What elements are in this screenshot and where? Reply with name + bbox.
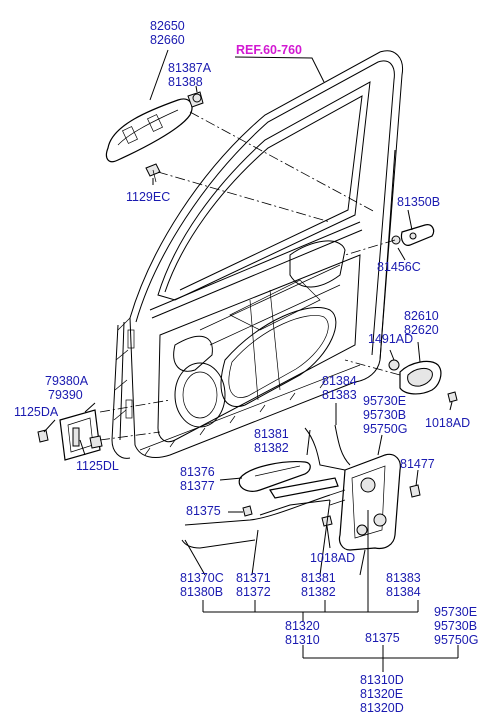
label-81383-bottom: 81383	[386, 571, 421, 585]
label-1129EC: 1129EC	[126, 190, 170, 204]
screw-1129EC	[145, 163, 161, 183]
inside-lever-part	[238, 461, 339, 517]
label-82610: 82610	[404, 309, 439, 323]
label-95730B-top: 95730B	[363, 408, 406, 422]
label-95730E-bottom: 95730E	[434, 605, 477, 619]
label-79390: 79390	[48, 388, 83, 402]
label-81381-top: 81381	[254, 427, 289, 441]
label-82660: 82660	[150, 33, 185, 47]
label-81456C: 81456C	[377, 260, 421, 274]
label-81377: 81377	[180, 479, 215, 493]
label-81376: 81376	[180, 465, 215, 479]
inside-handle-part	[388, 359, 458, 403]
label-81380B: 81380B	[180, 585, 223, 599]
striker-part	[391, 224, 435, 246]
label-79380A: 79380A	[45, 374, 89, 388]
label-81477: 81477	[400, 457, 435, 471]
door-hinge-part	[37, 409, 103, 461]
label-81371: 81371	[236, 571, 271, 585]
label-81375-bottom: 81375	[365, 631, 400, 645]
part-labels: REF.60-760 82650 82660 81387A 81388 1129…	[14, 19, 478, 715]
label-81320E: 81320E	[360, 687, 403, 701]
label-81310D: 81310D	[360, 673, 404, 687]
label-95750G-bottom: 95750G	[434, 633, 478, 647]
label-81372: 81372	[236, 585, 271, 599]
label-82650: 82650	[150, 19, 185, 33]
label-81384-bottom: 81384	[386, 585, 421, 599]
label-95750G-top: 95750G	[363, 422, 407, 436]
label-81320: 81320	[285, 619, 320, 633]
label-81310: 81310	[285, 633, 320, 647]
label-81388: 81388	[168, 75, 203, 89]
label-81383-top: 81383	[322, 388, 357, 402]
outside-handle-part	[105, 91, 204, 163]
label-81375-mid: 81375	[186, 504, 221, 518]
label-82620: 82620	[404, 323, 439, 337]
label-81370C: 81370C	[180, 571, 224, 585]
label-95730B-bottom: 95730B	[434, 619, 477, 633]
reference-lines	[99, 111, 401, 441]
label-81382-bottom: 81382	[301, 585, 336, 599]
label-95730E-top: 95730E	[363, 394, 406, 408]
label-81381-bottom: 81381	[301, 571, 336, 585]
label-81320D: 81320D	[360, 701, 404, 715]
label-81384-top: 81384	[322, 374, 357, 388]
label-1018AD-bottom: 1018AD	[310, 551, 355, 565]
label-81350B: 81350B	[397, 195, 440, 209]
label-1491AD: 1491AD	[368, 332, 413, 346]
label-1125DA: 1125DA	[14, 405, 59, 419]
front-door-panel	[111, 50, 404, 459]
lock-rods	[181, 424, 351, 549]
label-81387A: 81387A	[168, 61, 212, 75]
label-1018AD-right: 1018AD	[425, 416, 470, 430]
ref-label: REF.60-760	[236, 43, 302, 57]
label-1125DL: 1125DL	[76, 459, 119, 473]
label-81382-top: 81382	[254, 441, 289, 455]
leader-lines	[43, 49, 459, 672]
